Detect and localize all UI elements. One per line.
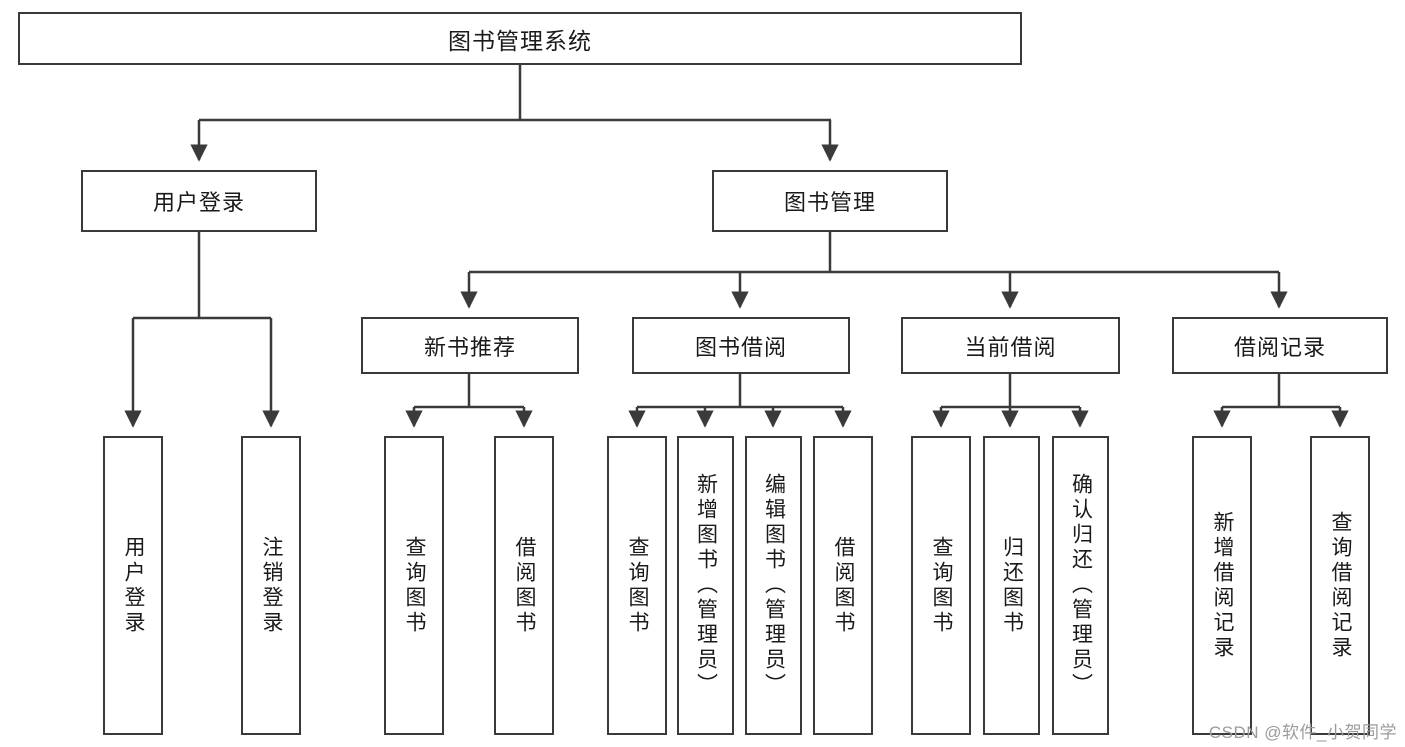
node-label: 图书借阅 [694, 334, 787, 360]
watermark-text: CSDN @软件_小贺同学 [1208, 723, 1397, 742]
node-label: 查询图书 [403, 535, 427, 636]
node-label: 图书管理系统 [448, 27, 592, 54]
node-label: 用户登录 [152, 190, 245, 215]
node-leaf-borrow-book-2[interactable]: 借阅图书 [813, 436, 873, 735]
node-label: 借阅图书 [832, 535, 856, 636]
node-label: 当前借阅 [964, 334, 1057, 360]
node-book-borrow[interactable]: 图书借阅 [632, 317, 850, 374]
node-new-book-recommend[interactable]: 新书推荐 [361, 317, 579, 374]
node-label: 编辑图书（管理员） [762, 473, 786, 698]
node-leaf-user-logout[interactable]: 注销登录 [241, 436, 301, 735]
node-leaf-add-book[interactable]: 新增图书（管理员） [677, 436, 734, 735]
node-borrow-record[interactable]: 借阅记录 [1172, 317, 1388, 374]
node-label: 确认归还（管理员） [1069, 473, 1093, 698]
node-label: 新书推荐 [423, 334, 516, 360]
node-leaf-query-book-2[interactable]: 查询图书 [607, 436, 667, 735]
node-leaf-add-record[interactable]: 新增借阅记录 [1192, 436, 1252, 735]
node-label: 新增图书（管理员） [694, 473, 718, 698]
node-leaf-borrow-book-1[interactable]: 借阅图书 [494, 436, 554, 735]
node-label: 归还图书 [1000, 535, 1024, 636]
node-label: 借阅记录 [1233, 334, 1326, 360]
node-leaf-query-record[interactable]: 查询借阅记录 [1310, 436, 1370, 735]
node-label: 新增借阅记录 [1211, 510, 1235, 661]
node-leaf-query-book-1[interactable]: 查询图书 [384, 436, 444, 735]
node-root-book-management-system[interactable]: 图书管理系统 [18, 12, 1022, 65]
node-label: 查询图书 [626, 535, 650, 636]
node-current-borrow[interactable]: 当前借阅 [901, 317, 1120, 374]
node-label: 图书管理 [783, 190, 876, 215]
node-leaf-user-login[interactable]: 用户登录 [103, 436, 163, 735]
node-label: 查询借阅记录 [1329, 510, 1353, 661]
node-leaf-confirm-return[interactable]: 确认归还（管理员） [1052, 436, 1109, 735]
node-label: 借阅图书 [513, 535, 537, 636]
node-user-login[interactable]: 用户登录 [81, 170, 317, 232]
node-leaf-edit-book[interactable]: 编辑图书（管理员） [745, 436, 802, 735]
node-label: 注销登录 [260, 535, 284, 636]
node-leaf-query-book-3[interactable]: 查询图书 [911, 436, 971, 735]
node-leaf-return-book[interactable]: 归还图书 [983, 436, 1040, 735]
node-book-management[interactable]: 图书管理 [712, 170, 948, 232]
node-label: 用户登录 [122, 535, 146, 636]
node-label: 查询图书 [930, 535, 954, 636]
